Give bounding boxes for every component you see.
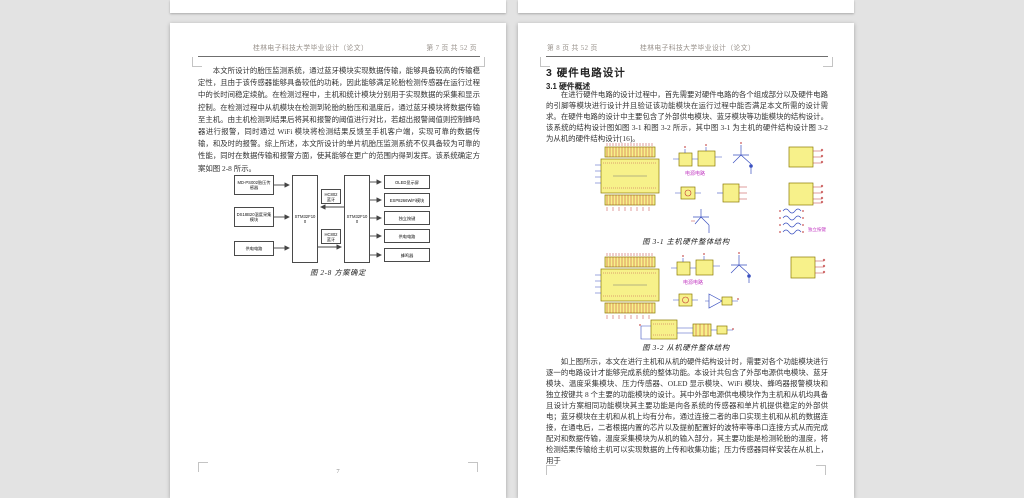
text-boundary-mark: [823, 57, 833, 67]
bottom-transistor: [691, 209, 710, 233]
figure-3-2-schematic[interactable]: 电源电路: [593, 252, 843, 342]
key-array-label: 独立按键: [808, 226, 826, 233]
text-boundary-mark: [540, 57, 550, 67]
diagram-box-power-left: 供电电路: [234, 241, 274, 256]
power-circuit-label: 电源电路: [685, 170, 705, 177]
bottom-assembly: [638, 319, 735, 340]
connector-bottom: [788, 182, 824, 206]
body-paragraph[interactable]: 在进行硬件电路的设计过程中，首先需要对硬件电路的各个组成部分以及硬件电路的引脚等…: [546, 90, 828, 143]
key-array: 独立按键: [778, 208, 826, 235]
figure-2-8-caption: 图 2-8 方案确定: [310, 268, 366, 277]
diagram-box-keys: 独立按键: [384, 211, 430, 225]
mid-component: [717, 183, 747, 203]
text-boundary-mark: [198, 462, 208, 472]
mcu-ic: [595, 143, 660, 211]
body-paragraph[interactable]: 本文所设计的胎压监测系统，通过蓝牙模块实现数据传输，能够具备较高的传输稳定性，且…: [198, 66, 480, 173]
diagram-box-pressure-sensor: MD-PS002胎压传感器: [234, 175, 274, 195]
page-number: 7: [336, 468, 340, 475]
body-paragraph[interactable]: 如上图所示，本文在进行主机和从机的硬件结构设计时，需要对各个功能模块进行逐一的电…: [546, 357, 828, 465]
chapter-heading[interactable]: 3 硬件电路设计: [546, 67, 626, 79]
small-component: [673, 293, 698, 307]
connector-top: [788, 146, 824, 168]
power-circuit: 电源电路: [673, 143, 722, 177]
page-header-title: 桂林电子科技大学毕业设计（论文）: [253, 45, 369, 52]
mcu-ic: [595, 253, 660, 319]
previous-page-bottom-right: [518, 0, 854, 13]
diagram-box-bluetooth-top: HC802蓝牙: [321, 189, 341, 204]
diagram-box-wifi: ESP8266WiFi模块: [384, 193, 430, 207]
text-boundary-mark: [475, 57, 485, 67]
diagram-box-mcu-master: STM32F100: [292, 175, 318, 263]
diagram-box-power-right: 供电电路: [384, 229, 430, 243]
header-rule: [198, 56, 480, 57]
diagram-box-temp-module: DS18B20温度采集模块: [234, 207, 274, 227]
connector-top: [790, 256, 826, 279]
text-boundary-mark: [816, 465, 826, 475]
transistor-circuit: [730, 252, 751, 283]
diagram-box-buzzer: 蜂鸣器: [384, 248, 430, 262]
diagram-box-bluetooth-bottom: HC802蓝牙: [321, 229, 341, 244]
diagram-arrows: [274, 179, 382, 258]
figure-3-2-caption: 图 3-2 从机硬件整体结构: [642, 343, 730, 352]
text-boundary-mark: [192, 57, 202, 67]
page-header-page-info: 第 7 页 共 52 页: [426, 45, 477, 52]
transistor-circuit: [732, 141, 753, 174]
section-heading[interactable]: 3.1 硬件概述: [546, 82, 591, 91]
diagram-box-oled: OLED显示屏: [384, 175, 430, 189]
page-8[interactable]: 第 8 页 共 52 页 桂林电子科技大学毕业设计（论文） 3 硬件电路设计 3…: [518, 23, 854, 498]
power-circuit-label: 电源电路: [683, 279, 703, 286]
page-7[interactable]: 桂林电子科技大学毕业设计（论文） 第 7 页 共 52 页 本文所设计的胎压监测…: [170, 23, 506, 498]
page-header-page-info: 第 8 页 共 52 页: [547, 45, 598, 52]
small-component: [675, 186, 701, 200]
text-boundary-mark: [468, 462, 478, 472]
previous-page-bottom-left: [170, 0, 506, 13]
page-header-title: 桂林电子科技大学毕业设计（论文）: [640, 45, 756, 52]
header-rule: [546, 56, 828, 57]
text-boundary-mark: [546, 465, 556, 475]
wedge-component: [705, 293, 740, 309]
diagram-box-mcu-slave: STM32F100: [344, 175, 370, 263]
figure-3-1-schematic[interactable]: 电源电路: [593, 141, 843, 235]
figure-3-1-caption: 图 3-1 主机硬件整体结构: [642, 237, 730, 246]
power-circuit: 电源电路: [671, 252, 720, 286]
figure-2-8-block-diagram[interactable]: MD-PS002胎压传感器 DS18B20温度采集模块 供电电路 STM32F1…: [232, 173, 432, 265]
